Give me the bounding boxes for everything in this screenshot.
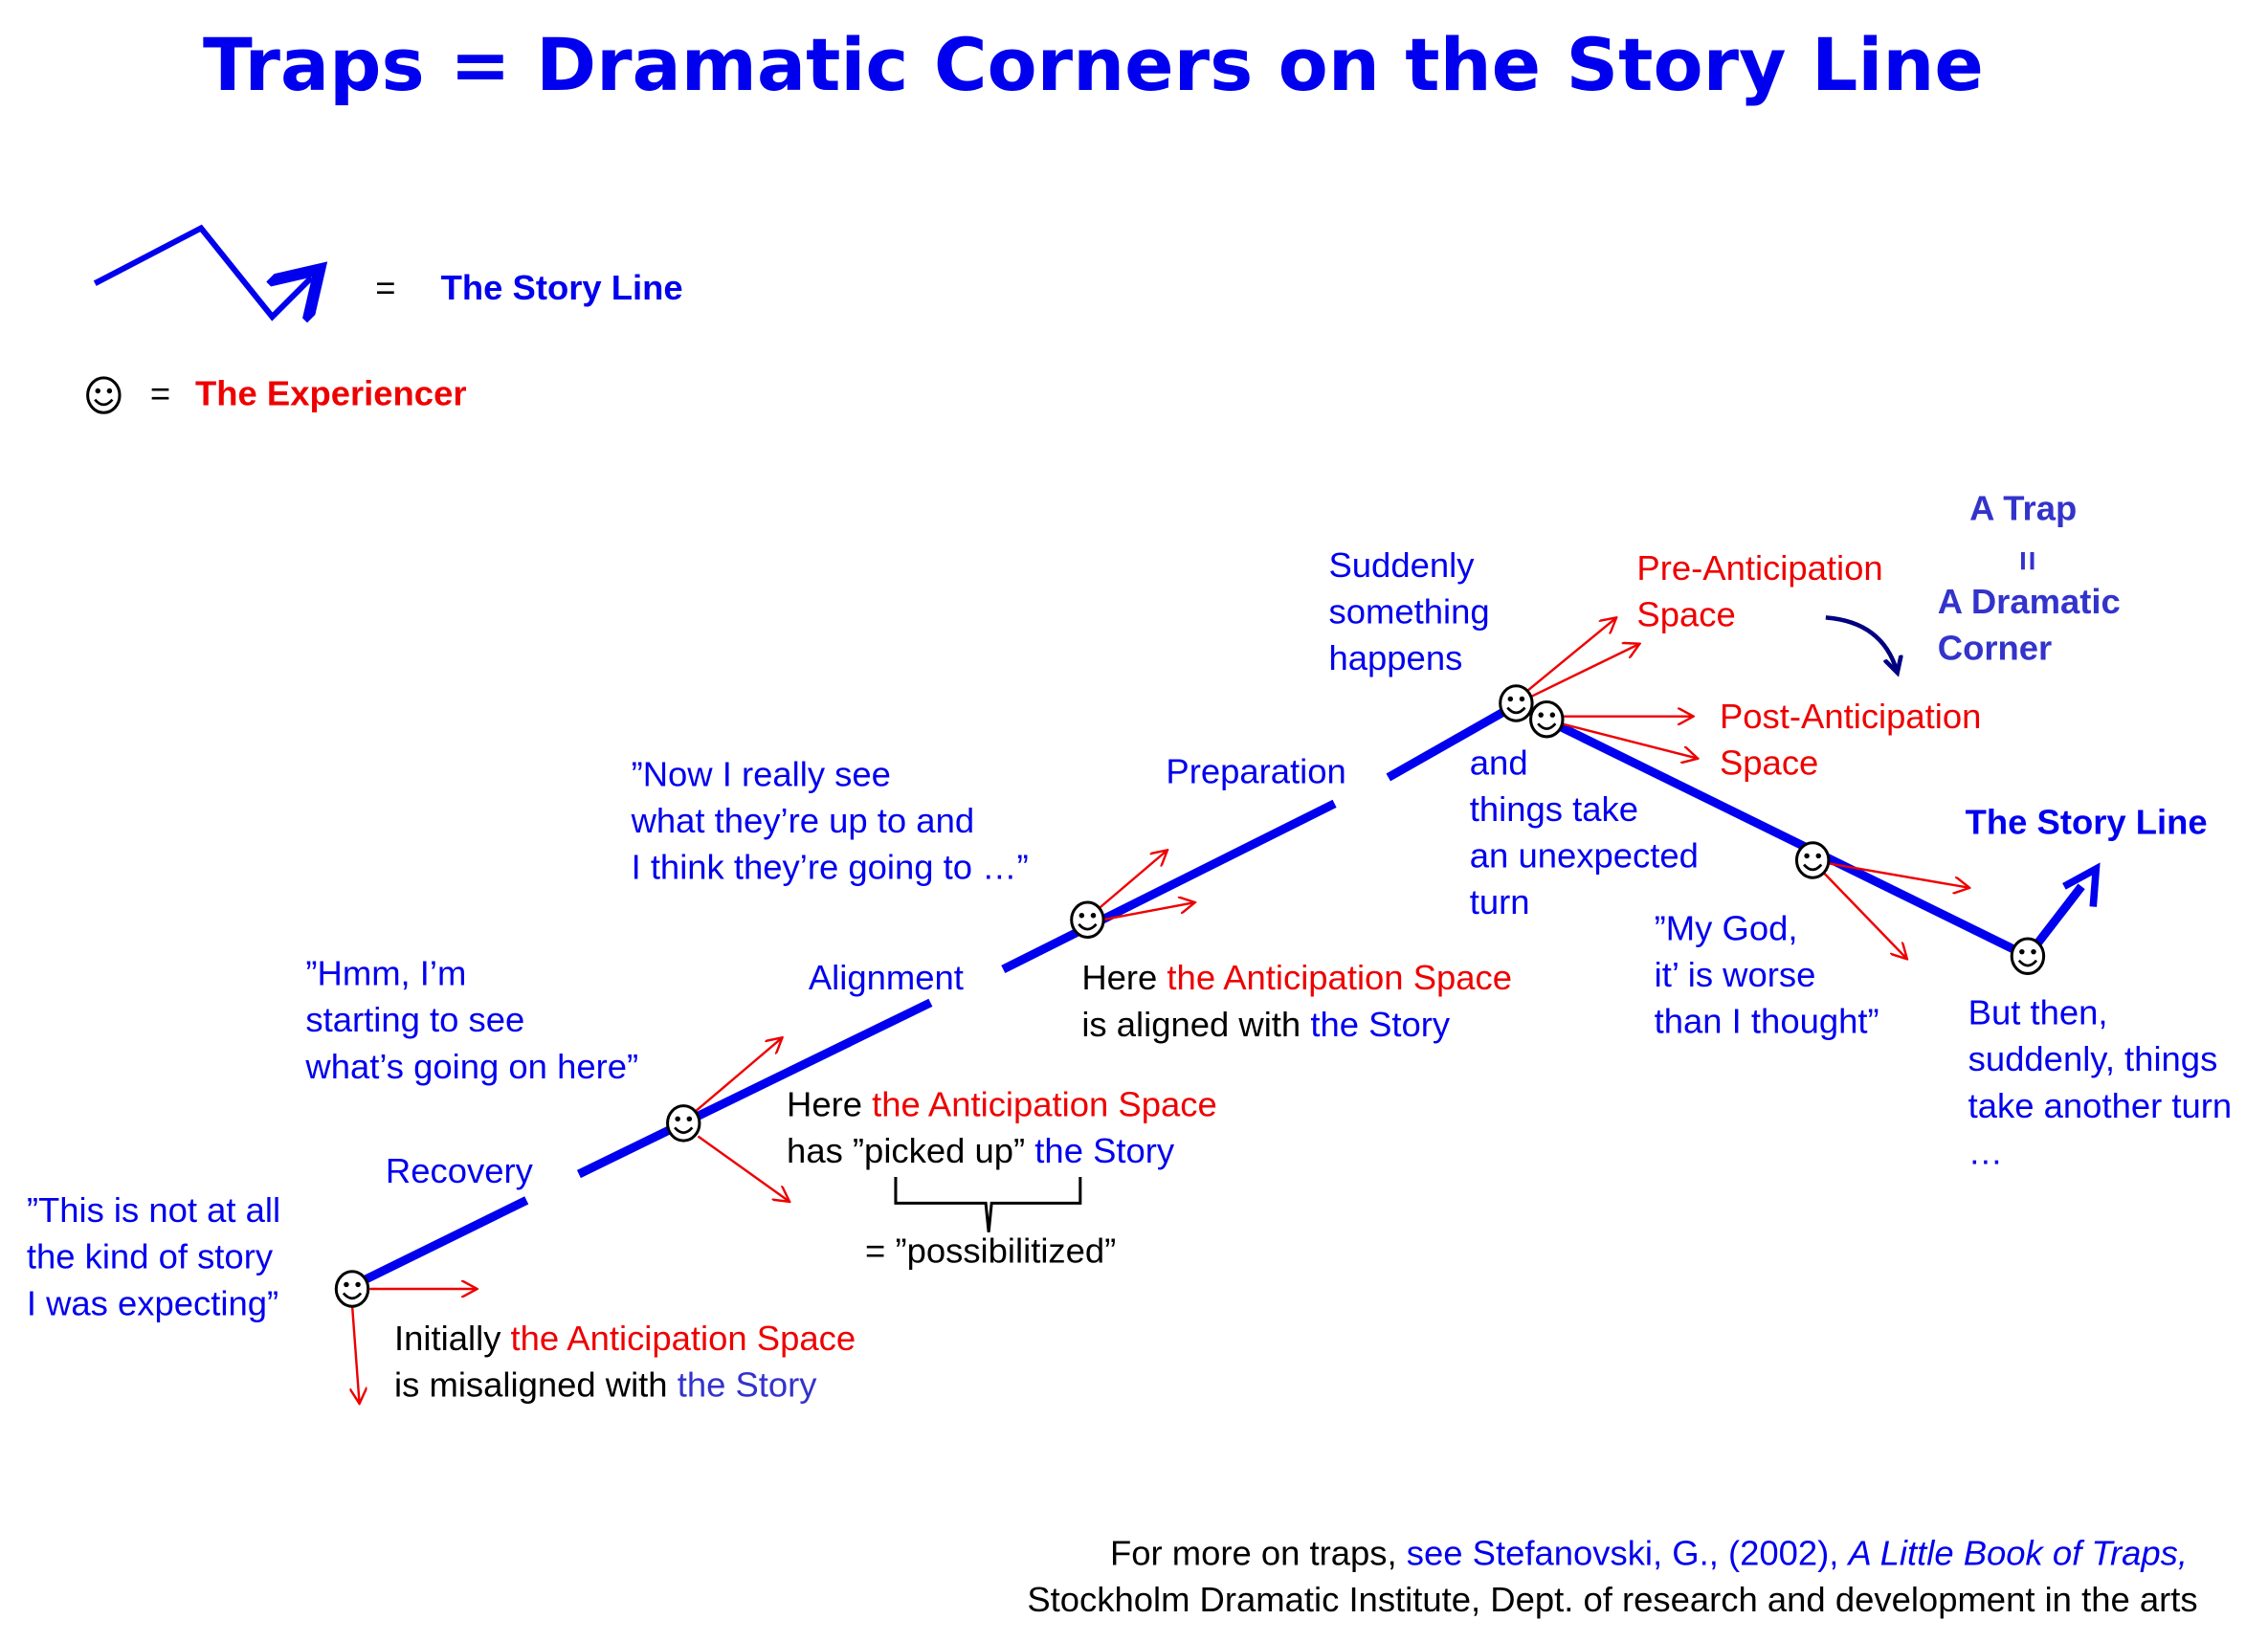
smiley-icon [334, 1270, 370, 1308]
story-line-label: The Story Line [1966, 803, 2208, 842]
legend-story-line-label: The Story Line [441, 268, 683, 307]
note-picked-up: Here the Anticipation Space has ”picked … [787, 1084, 1217, 1270]
svg-text:has ”picked up” the Story: has ”picked up” the Story [787, 1131, 1175, 1170]
text-span: is aligned with [1081, 1005, 1310, 1044]
quote-starting-to-see: ”Hmm, I’m starting to see what’s going o… [304, 954, 638, 1086]
note-initially: Initially the Anticipation Space is misa… [394, 1319, 856, 1405]
note-aligned: Here the Anticipation Space is aligned w… [1081, 958, 1512, 1044]
reference-link: see Stefanovski, G., (2002), [1407, 1534, 1849, 1573]
legend-equals: = [150, 374, 170, 413]
text-line: But then, [1968, 993, 2108, 1032]
text-line: Space [1720, 743, 1818, 782]
smiley-icon [1070, 900, 1105, 940]
text-span: has ”picked up” [787, 1131, 1034, 1170]
text-line: ”Hmm, I’m [305, 954, 466, 993]
text-line: happens [1328, 638, 1462, 677]
text-line: ”My God, [1655, 909, 1798, 948]
text-span: Initially [394, 1319, 511, 1358]
legend-experiencer-label: The Experiencer [195, 374, 467, 413]
text-line: things take [1470, 789, 1638, 829]
text-line: Space [1636, 595, 1735, 634]
quote-not-expecting: ”This is not at all the kind of story I … [27, 1190, 280, 1322]
text-line: Corner [1938, 628, 2052, 667]
text-span: the Anticipation Space [1167, 958, 1512, 997]
text-span: is misaligned with [394, 1365, 678, 1404]
smiley-icon [666, 1104, 701, 1143]
text-line: turn [1470, 882, 1530, 921]
text-line: the kind of story [27, 1237, 274, 1276]
quote-really-see: ”Now I really see what they’re up to and… [631, 755, 1029, 887]
smiley-icon [1529, 699, 1565, 739]
quote-my-god: ”My God, it’ is worse than I thought” [1655, 909, 1879, 1041]
text-line: and [1470, 743, 1528, 782]
stage-recovery: Recovery [386, 1151, 534, 1190]
text-line: Pre-Anticipation [1636, 548, 1882, 588]
text-span: For more on traps, [1110, 1534, 1407, 1573]
brace-icon [894, 1177, 1082, 1232]
note-pre-anticipation: Pre-Anticipation Space [1636, 548, 1882, 634]
text-line: than I thought” [1655, 1002, 1879, 1041]
text-line: Stockholm Dramatic Institute, Dept. of r… [1027, 1580, 2197, 1619]
text-span: the Story [1310, 1005, 1451, 1044]
text-line: an unexpected [1470, 836, 1699, 876]
note-trap-definition: A Trap = A Dramatic Corner [1938, 489, 2121, 668]
legend-experiencer: = The Experiencer [86, 374, 467, 414]
text-line: I was expecting” [27, 1283, 278, 1322]
text-line: ”This is not at all [27, 1190, 280, 1230]
curved-arrow-icon [1825, 615, 1897, 671]
book-title: A Little Book of Traps, [1847, 1534, 2188, 1573]
text-line: A Trap [1969, 489, 2077, 528]
smiley-icon [86, 376, 122, 414]
text-span: the Anticipation Space [511, 1319, 856, 1358]
text-line: A Dramatic [1938, 582, 2121, 621]
footer-reference: For more on traps, see Stefanovski, G., … [1027, 1534, 2197, 1620]
text-line: = [2009, 551, 2048, 571]
text-line: Post-Anticipation [1720, 697, 1981, 736]
smiley-icon [2010, 937, 2046, 975]
svg-text:Initially the Anticipation Spa: Initially the Anticipation Space [394, 1319, 856, 1358]
svg-text:is misaligned with the Story: is misaligned with the Story [394, 1365, 817, 1404]
text-line: Suddenly [1328, 545, 1475, 585]
page-title: Traps = Dramatic Corners on the Story Li… [203, 23, 1984, 107]
text-line: suddenly, things [1968, 1039, 2218, 1078]
svg-text:is aligned with the Story: is aligned with the Story [1081, 1005, 1451, 1044]
text-span: the Story [1034, 1131, 1175, 1170]
text-line: … [1968, 1132, 2003, 1171]
svg-text:Here the Anticipation Space: Here the Anticipation Space [1081, 958, 1512, 997]
stage-alignment: Alignment [809, 958, 964, 997]
legend-equals: = [375, 268, 395, 307]
note-post-anticipation: Post-Anticipation Space [1720, 697, 1981, 783]
note-suddenly: Suddenly something happens [1328, 545, 1489, 677]
anticipation-arrows [352, 617, 1969, 1404]
text-span: the Anticipation Space [872, 1084, 1217, 1123]
text-line: what they’re up to and [631, 801, 975, 840]
note-but-then: But then, suddenly, things take another … [1968, 993, 2233, 1172]
legend-story-line: = The Story Line [93, 224, 683, 317]
text-line: something [1328, 591, 1489, 631]
text-span: the Story [678, 1365, 818, 1404]
text-line: starting to see [305, 1000, 524, 1039]
text-line: it’ is worse [1655, 955, 1816, 994]
possibilitized-label: = ”possibilitized” [865, 1232, 1116, 1271]
zigzag-icon [93, 224, 311, 317]
text-line: take another turn [1968, 1086, 2233, 1125]
text-line: what’s going on here” [304, 1047, 638, 1086]
text-line: ”Now I really see [632, 755, 891, 794]
svg-text:For more on traps, see Stefano: For more on traps, see Stefanovski, G., … [1110, 1534, 2188, 1573]
text-span: Here [1081, 958, 1167, 997]
note-unexpected-turn: and things take an unexpected turn [1470, 743, 1699, 921]
smiley-icon [1499, 684, 1534, 722]
stage-preparation: Preparation [1166, 752, 1345, 791]
text-line: I think they’re going to …” [632, 848, 1029, 887]
text-span: Here [787, 1084, 872, 1123]
smiley-icon [1794, 841, 1831, 879]
svg-text:Here the Anticipation Space: Here the Anticipation Space [787, 1084, 1217, 1123]
